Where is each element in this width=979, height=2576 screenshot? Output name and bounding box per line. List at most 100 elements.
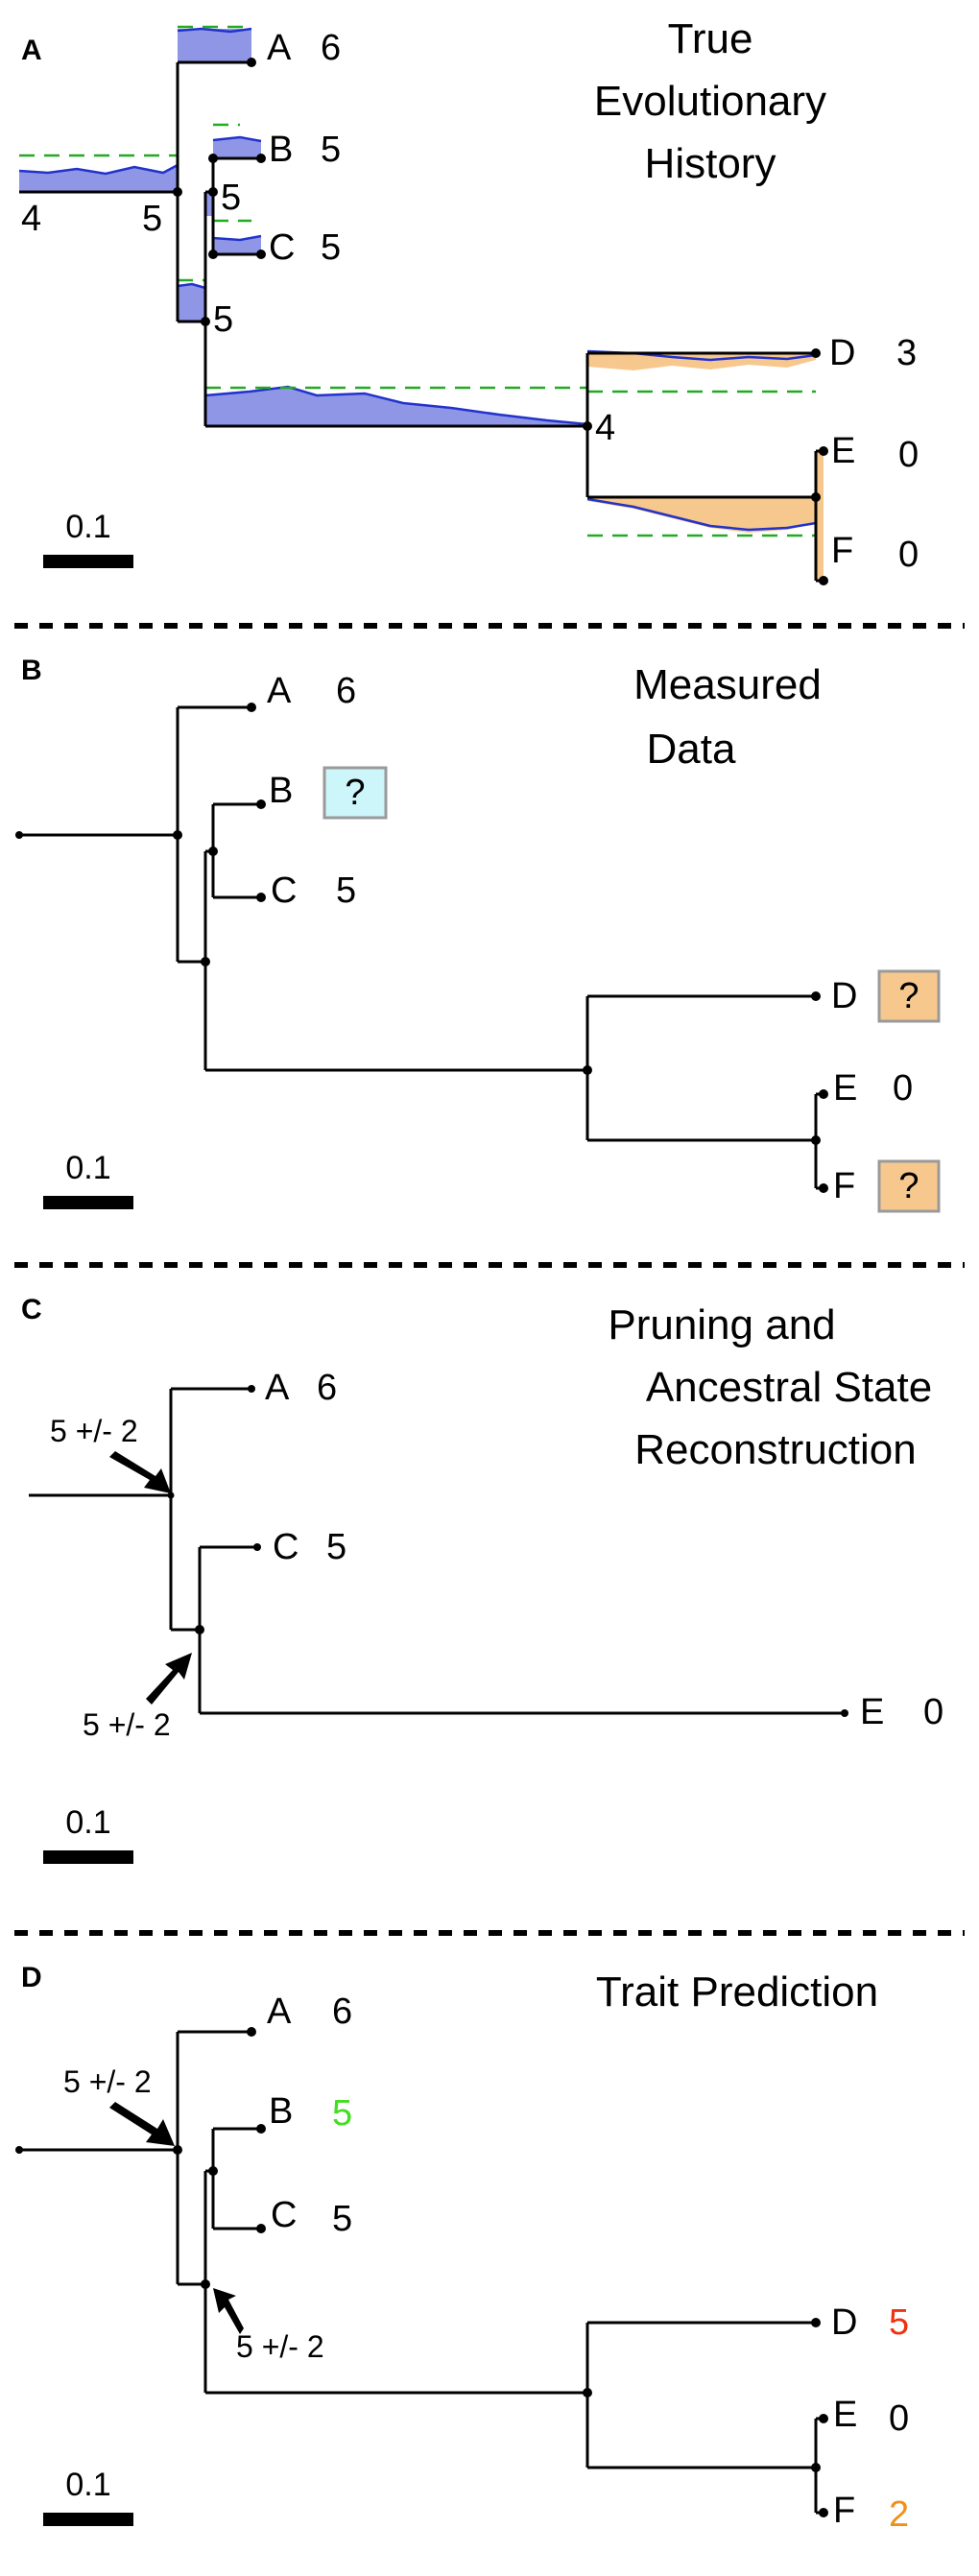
trait-area-long <box>205 387 587 426</box>
predicted-value-f: 2 <box>889 2494 909 2535</box>
tip-dot-c <box>256 2224 266 2233</box>
tip-value-a: 6 <box>317 1368 337 1408</box>
node-dot <box>208 847 218 856</box>
predicted-value-b: 5 <box>332 2093 352 2134</box>
tip-name-f: F <box>831 531 853 571</box>
panel-a: A True Evolutionary History <box>18 15 919 585</box>
node-label-bc: 5 <box>221 178 241 218</box>
node-dot <box>208 2166 218 2176</box>
tip-dot-d <box>811 348 821 358</box>
tip-dot-e <box>819 1089 828 1099</box>
tip-name-c: C <box>273 1527 298 1567</box>
trait-history-areas <box>18 27 588 426</box>
trait-area-ef <box>587 497 816 533</box>
trait-line-a <box>177 27 252 34</box>
panel-b-title-line-2: Data <box>647 726 736 773</box>
node-dot <box>208 154 218 163</box>
tip-value-e: 0 <box>889 2398 909 2439</box>
arrow-icon <box>213 2288 244 2334</box>
scale-bar-c <box>43 1850 133 1864</box>
uncertainty-annotation-1: 5 +/- 2 <box>63 2064 152 2099</box>
tip-value-b: ? <box>345 773 365 813</box>
tip-dot-f <box>819 1183 828 1193</box>
tip-dot-e <box>841 1709 848 1717</box>
trait-history-orange-areas <box>586 349 824 581</box>
tip-name-d: D <box>829 333 855 373</box>
trait-area-c <box>213 236 261 254</box>
trait-area-root <box>19 165 178 192</box>
trait-area-inner <box>178 284 205 322</box>
tip-value-e: 0 <box>893 1068 913 1109</box>
node-dot <box>811 492 821 502</box>
tip-name-e: E <box>833 1068 857 1109</box>
tip-dot-e <box>819 446 828 456</box>
node-label-def: 4 <box>595 408 615 448</box>
tip-dot-a <box>248 1385 255 1393</box>
panel-c-title-line-1: Pruning and <box>608 1301 835 1348</box>
panel-c-title-line-3: Reconstruction <box>634 1426 916 1473</box>
unknown-value-box-d <box>877 969 941 1023</box>
scale-label-c: 0.1 <box>65 1804 110 1841</box>
tip-dot-e <box>819 2414 828 2423</box>
predicted-value-d: 5 <box>889 2302 909 2343</box>
tip-name-a: A <box>267 671 292 711</box>
arrow-icon <box>109 1451 171 1493</box>
node-dot <box>173 830 182 840</box>
trait-area-f-stem <box>816 451 824 581</box>
uncertainty-annotation-2: 5 +/- 2 <box>236 2329 324 2364</box>
trait-area-bc-stem <box>205 192 213 216</box>
panel-d: D Trait Prediction A 6 B 5 C 5 D 5 E 0 F… <box>15 1962 909 2535</box>
trait-area-a <box>178 29 251 62</box>
trait-area-b <box>213 137 261 158</box>
tip-dot-f <box>819 576 828 585</box>
tip-dot-a <box>247 2027 256 2037</box>
tip-dot-d <box>811 2318 821 2327</box>
node-label-inner: 5 <box>213 299 233 340</box>
tip-name-a: A <box>267 1992 292 2032</box>
tip-value-a: 6 <box>332 1992 352 2032</box>
tip-dot-a <box>247 58 256 67</box>
scale-bar-a <box>43 555 133 568</box>
panel-c: C Pruning and Ancestral State Reconstruc… <box>21 1294 943 1864</box>
node-dot <box>208 187 218 197</box>
tip-name-e: E <box>831 431 855 471</box>
tip-value-d: ? <box>898 976 919 1016</box>
tip-name-f: F <box>833 2491 855 2531</box>
panel-b-letter: B <box>21 655 42 686</box>
tip-value-e: 0 <box>923 1692 943 1732</box>
panel-d-title-line-1: Trait Prediction <box>596 1968 878 2015</box>
node-dot <box>583 2388 592 2397</box>
scale-bar-b <box>43 1196 133 1209</box>
trait-line-c <box>212 234 262 242</box>
tip-dot-b <box>256 799 266 809</box>
trait-line-inner <box>177 282 206 290</box>
tip-dot-b <box>256 154 266 163</box>
tree-b-edges <box>19 705 824 1190</box>
node-dot <box>201 317 210 326</box>
tip-dot-c <box>256 250 266 259</box>
tip-value-b: 5 <box>321 130 341 170</box>
tree-a <box>19 58 828 585</box>
trait-line-root <box>18 163 179 176</box>
panel-c-title-line-2: Ancestral State <box>646 1364 932 1411</box>
unknown-value-box-f <box>877 1159 941 1213</box>
tip-name-e: E <box>860 1692 884 1732</box>
tip-value-a: 6 <box>321 28 341 68</box>
node-label-root: 4 <box>21 199 41 239</box>
tip-value-c: 5 <box>321 227 341 268</box>
panel-b-title-line-1: Measured <box>633 661 822 708</box>
panel-c-letter: C <box>21 1294 42 1325</box>
node-dot <box>173 2145 182 2155</box>
node-label-first: 5 <box>142 199 162 239</box>
tip-name-a: A <box>267 28 292 68</box>
tip-value-e: 0 <box>898 435 919 475</box>
tip-name-b: B <box>269 2091 293 2132</box>
trait-line-b <box>212 135 262 143</box>
panel-a-letter: A <box>21 35 42 66</box>
tip-name-b: B <box>269 771 293 811</box>
node-dot <box>583 421 592 431</box>
tip-dot-c <box>253 1543 261 1551</box>
tip-name-e: E <box>833 2395 857 2435</box>
tip-name-c: C <box>271 871 297 911</box>
